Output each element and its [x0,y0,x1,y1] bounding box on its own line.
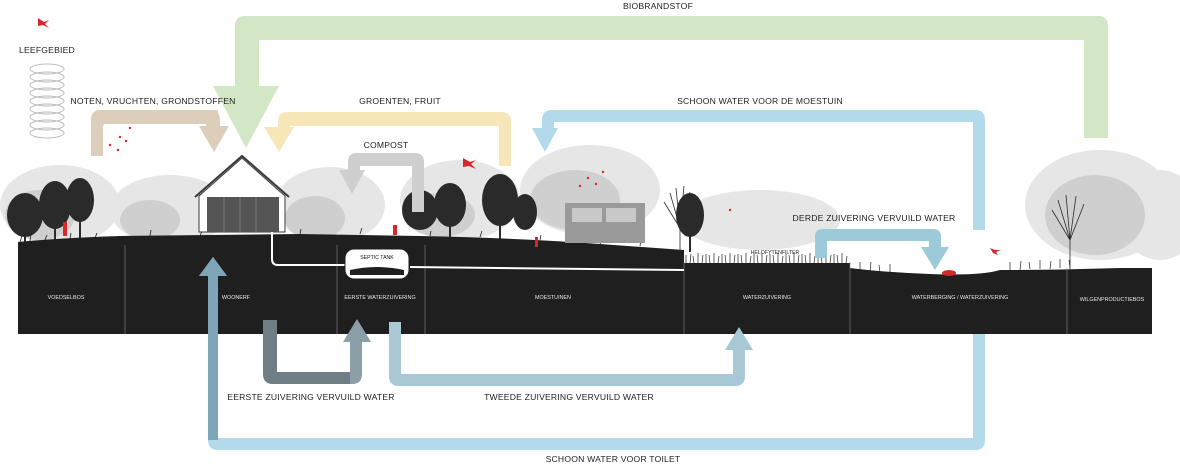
compost-label: COMPOST [364,140,409,150]
zone-labels: VOEDSELBOS WOONERF EERSTE WATERZUIVERING… [48,295,1145,303]
greenhouse-building [565,203,645,243]
food-label: NOTEN, VRUCHTEN, GRONDSTOFFEN [70,96,235,106]
toilet-return-arrow [199,257,227,440]
bird-icon [38,18,49,28]
septic-tank-level [350,267,404,275]
biofuel-label: BIOBRANDSTOF [623,1,693,11]
bird-icon [990,248,1001,255]
zone-label-vegetable-gardens: MOESTUINEN [535,295,571,301]
fruit-arrow [264,112,511,166]
reed-bed [685,253,1071,273]
food-arrow-body [91,110,229,156]
helophyte-filter-label: HELOFYTENFILTER [751,250,800,256]
second-purification-label: TWEEDE ZUIVERING VERVUILD WATER [484,392,654,402]
willow-tree [663,185,1085,270]
sewer-pipe [271,232,685,271]
flow-labels: LEEFGEBIED BIOBRANDSTOF NOTEN, VRUCHTEN,… [19,1,955,464]
house [194,154,290,233]
zone-dividers [124,245,1068,334]
compost-arrow [339,153,424,212]
zone-label-willow-forest: WILGENPRODUCTIEBOS [1080,297,1145,303]
first-purification-return-arrow [343,319,371,384]
biofuel-arrow [213,16,1108,148]
ground-section [18,234,1152,334]
first-purification-arrow [263,320,350,384]
zone-label-food-forest: VOEDSELBOS [48,295,85,301]
red-accents [38,18,1001,276]
habitat-spiral-icon [29,63,65,139]
bird-icon [463,158,476,169]
clean-water-toilet-label: SCHOON WATER VOOR TOILET [546,454,681,464]
septic-tank-label: SEPTIC TANK [360,255,394,261]
clean-water-garden-arrow [532,110,985,230]
zone-label-first-water-purification: EERSTE WATERZUIVERING [344,295,415,301]
first-purification-label: EERSTE ZUIVERING VERVUILD WATER [227,392,394,402]
habitat-label: LEEFGEBIED [19,45,75,55]
third-purification-label: DERDE ZUIVERING VERVUILD WATER [793,213,956,223]
dark-trees [7,174,704,237]
zone-label-water-storage: WATERBERGING / WATERZUIVERING [912,295,1008,301]
clean-water-garden-label: SCHOON WATER VOOR DE MOESTUIN [677,96,843,106]
fruit-label: GROENTEN, FRUIT [359,96,441,106]
zone-label-woonerf: WOONERF [222,295,251,301]
second-purification-arrow [389,322,753,386]
zone-label-water-purification: WATERZUIVERING [743,295,791,301]
third-purification-arrow [815,229,949,270]
